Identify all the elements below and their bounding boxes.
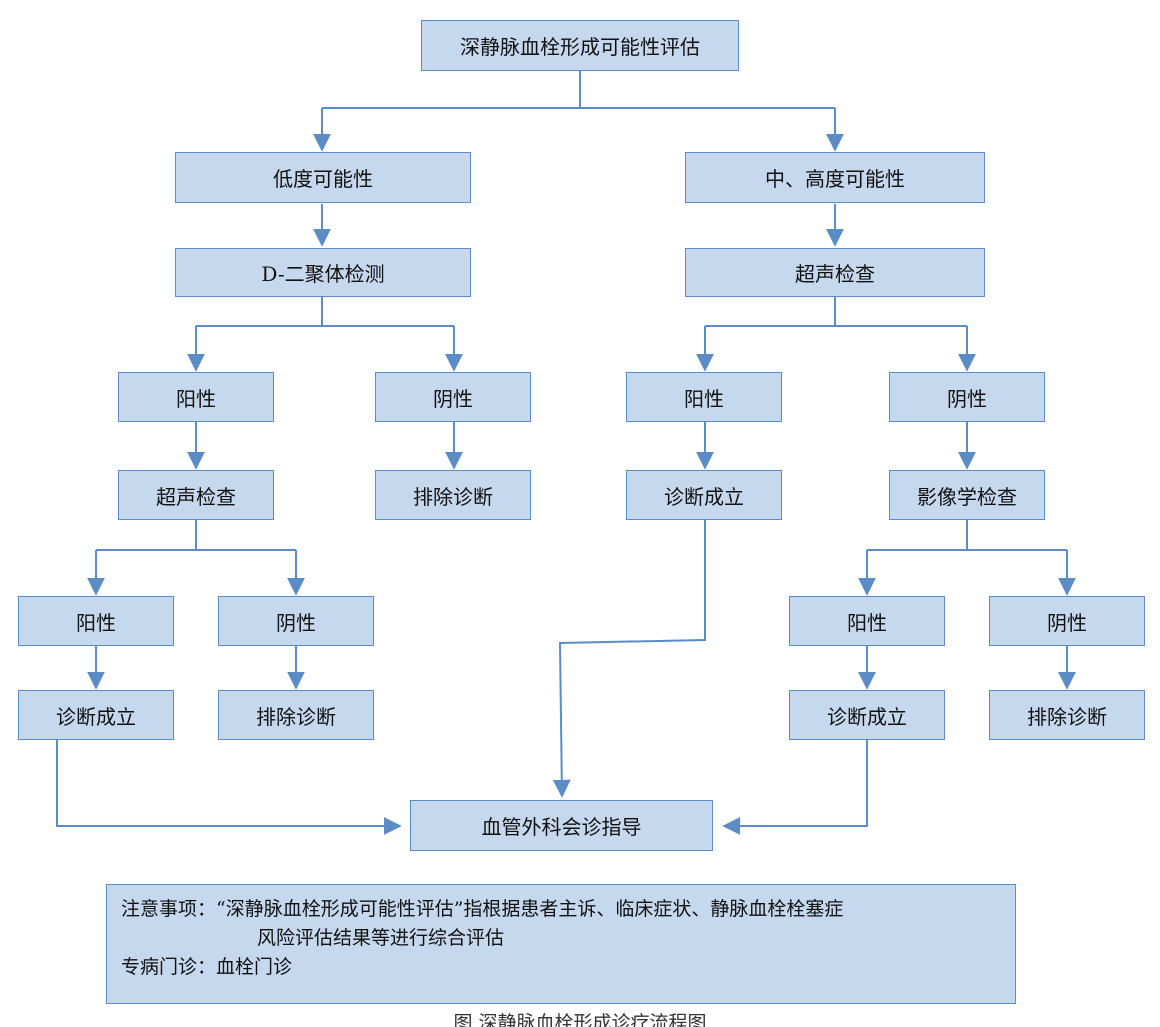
- figure-caption: 图 深静脉血栓形成诊疗流程图: [453, 1012, 707, 1027]
- node-low-probability: 低度可能性: [175, 152, 471, 203]
- note-line-2: 风险评估结果等进行综合评估: [257, 927, 505, 949]
- node-rr-confirm: 诊断成立: [789, 690, 945, 740]
- node-root: 深静脉血栓形成可能性评估: [421, 20, 739, 71]
- arrow-rr-confirm-to-consult: [722, 740, 868, 835]
- node-rr-negative: 阴性: [989, 596, 1145, 646]
- node-right-negative: 阴性: [889, 372, 1045, 422]
- note-line-3: 专病门诊：血栓门诊: [121, 956, 293, 978]
- node-ll-exclude: 排除诊断: [218, 690, 374, 740]
- node-ultrasound-left: 超声检查: [118, 470, 274, 520]
- node-left-negative: 阴性: [375, 372, 531, 422]
- node-ultrasound-right: 超声检查: [685, 248, 985, 297]
- note-line-1: 注意事项：“深静脉血栓形成可能性评估”指根据患者主诉、临床症状、静脉血栓栓塞症: [121, 898, 844, 920]
- node-left-exclude: 排除诊断: [375, 470, 531, 520]
- node-right-positive: 阳性: [626, 372, 782, 422]
- connector-root-split: [322, 71, 835, 109]
- node-rr-positive: 阳性: [789, 596, 945, 646]
- node-imaging-exam: 影像学检查: [889, 470, 1045, 520]
- node-mid-high-probability: 中、高度可能性: [685, 152, 985, 203]
- connector-ddimer-split: [196, 297, 454, 327]
- arrow-ll-confirm-to-consult: [56, 740, 402, 835]
- node-vascular-surgery-consult: 血管外科会诊指导: [410, 800, 713, 851]
- connector-imaging-split: [867, 520, 1067, 551]
- node-ll-positive: 阳性: [18, 596, 174, 646]
- notes-box: 注意事项：“深静脉血栓形成可能性评估”指根据患者主诉、临床症状、静脉血栓栓塞症 …: [106, 884, 1016, 1004]
- connector-us-right-split: [705, 297, 967, 327]
- node-rr-exclude: 排除诊断: [989, 690, 1145, 740]
- node-left-positive: 阳性: [118, 372, 274, 422]
- node-right-confirm: 诊断成立: [626, 470, 782, 520]
- node-ll-negative: 阴性: [218, 596, 374, 646]
- connector-us-left-split: [96, 520, 296, 551]
- node-ll-confirm: 诊断成立: [18, 690, 174, 740]
- arrow-r-confirm-to-consult: [552, 520, 706, 798]
- node-d-dimer-test: D-二聚体检测: [175, 248, 471, 297]
